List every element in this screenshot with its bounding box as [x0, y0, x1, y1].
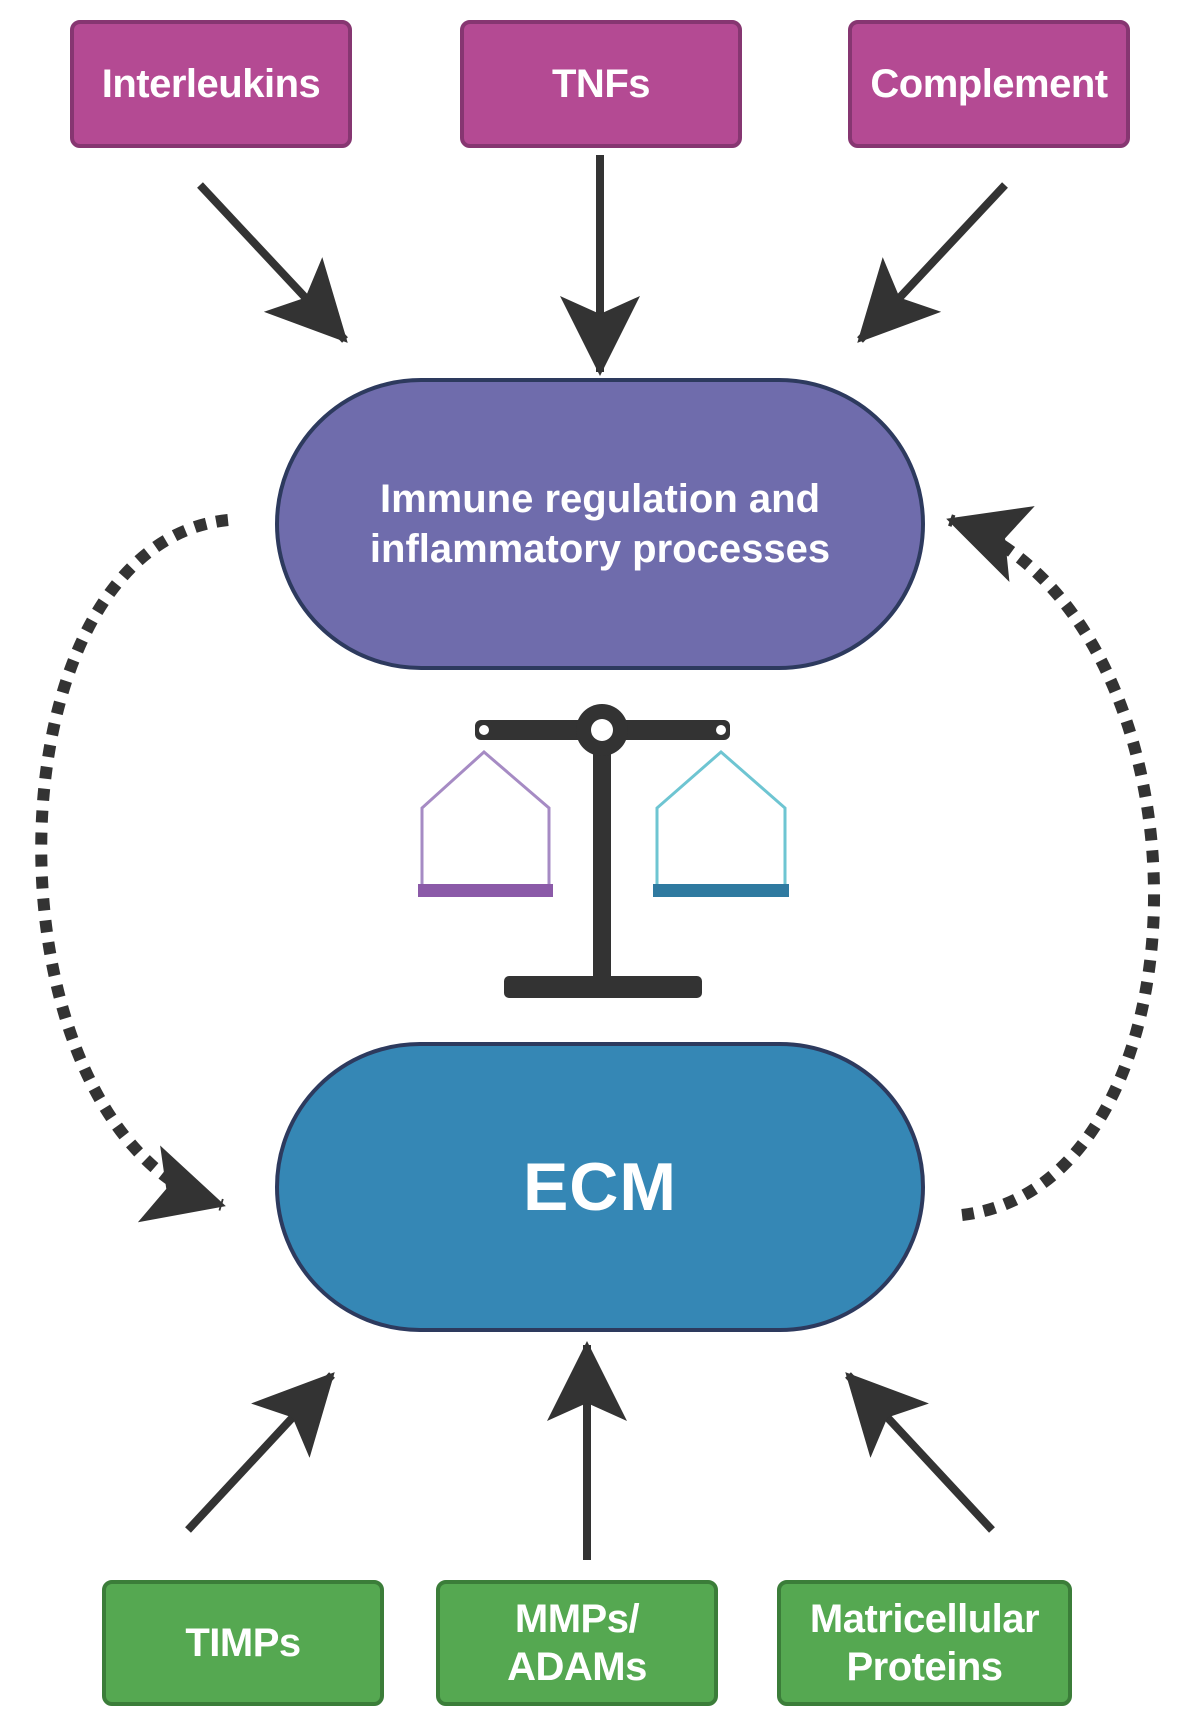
mmps-label-line-2: ADAMs — [507, 1645, 647, 1689]
timps-box: TIMPs — [102, 1580, 384, 1706]
arrow-complement-to-immune — [857, 182, 1008, 343]
matricellular-proteins-box: Matricellular Proteins — [777, 1580, 1072, 1706]
timps-label: TIMPs — [185, 1621, 301, 1665]
immune-regulation-pill: Immune regulation and inflammatory proce… — [275, 378, 925, 670]
matricellular-label-line-2: Proteins — [846, 1645, 1003, 1689]
immune-line-2: and — [748, 477, 821, 521]
dotted-arrow-immune-to-ecm — [35, 514, 229, 1223]
interleukins-box: Interleukins — [70, 20, 352, 148]
immune-line-3: inflammatory processes — [369, 527, 831, 571]
mmps-label-line-1: MMPs/ — [514, 1597, 640, 1641]
interleukins-label: Interleukins — [101, 61, 321, 106]
tnfs-box: TNFs — [460, 20, 742, 148]
arrow-timps-to-ecm — [185, 1372, 335, 1533]
ecm-label: ECM — [522, 1149, 678, 1225]
ecm-pill: ECM — [275, 1042, 925, 1332]
dotted-arrow-ecm-to-immune — [946, 506, 1160, 1221]
arrow-matricellular-to-ecm — [845, 1372, 995, 1533]
complement-label: Complement — [870, 61, 1108, 106]
complement-box: Complement — [848, 20, 1130, 148]
immune-line-1: Immune regulation — [379, 477, 738, 521]
tnfs-label: TNFs — [552, 61, 651, 106]
mmps-adams-box: MMPs/ ADAMs — [436, 1580, 718, 1706]
matricellular-label-line-1: Matricellular — [809, 1597, 1040, 1641]
arrow-interleukins-to-immune — [197, 182, 348, 343]
